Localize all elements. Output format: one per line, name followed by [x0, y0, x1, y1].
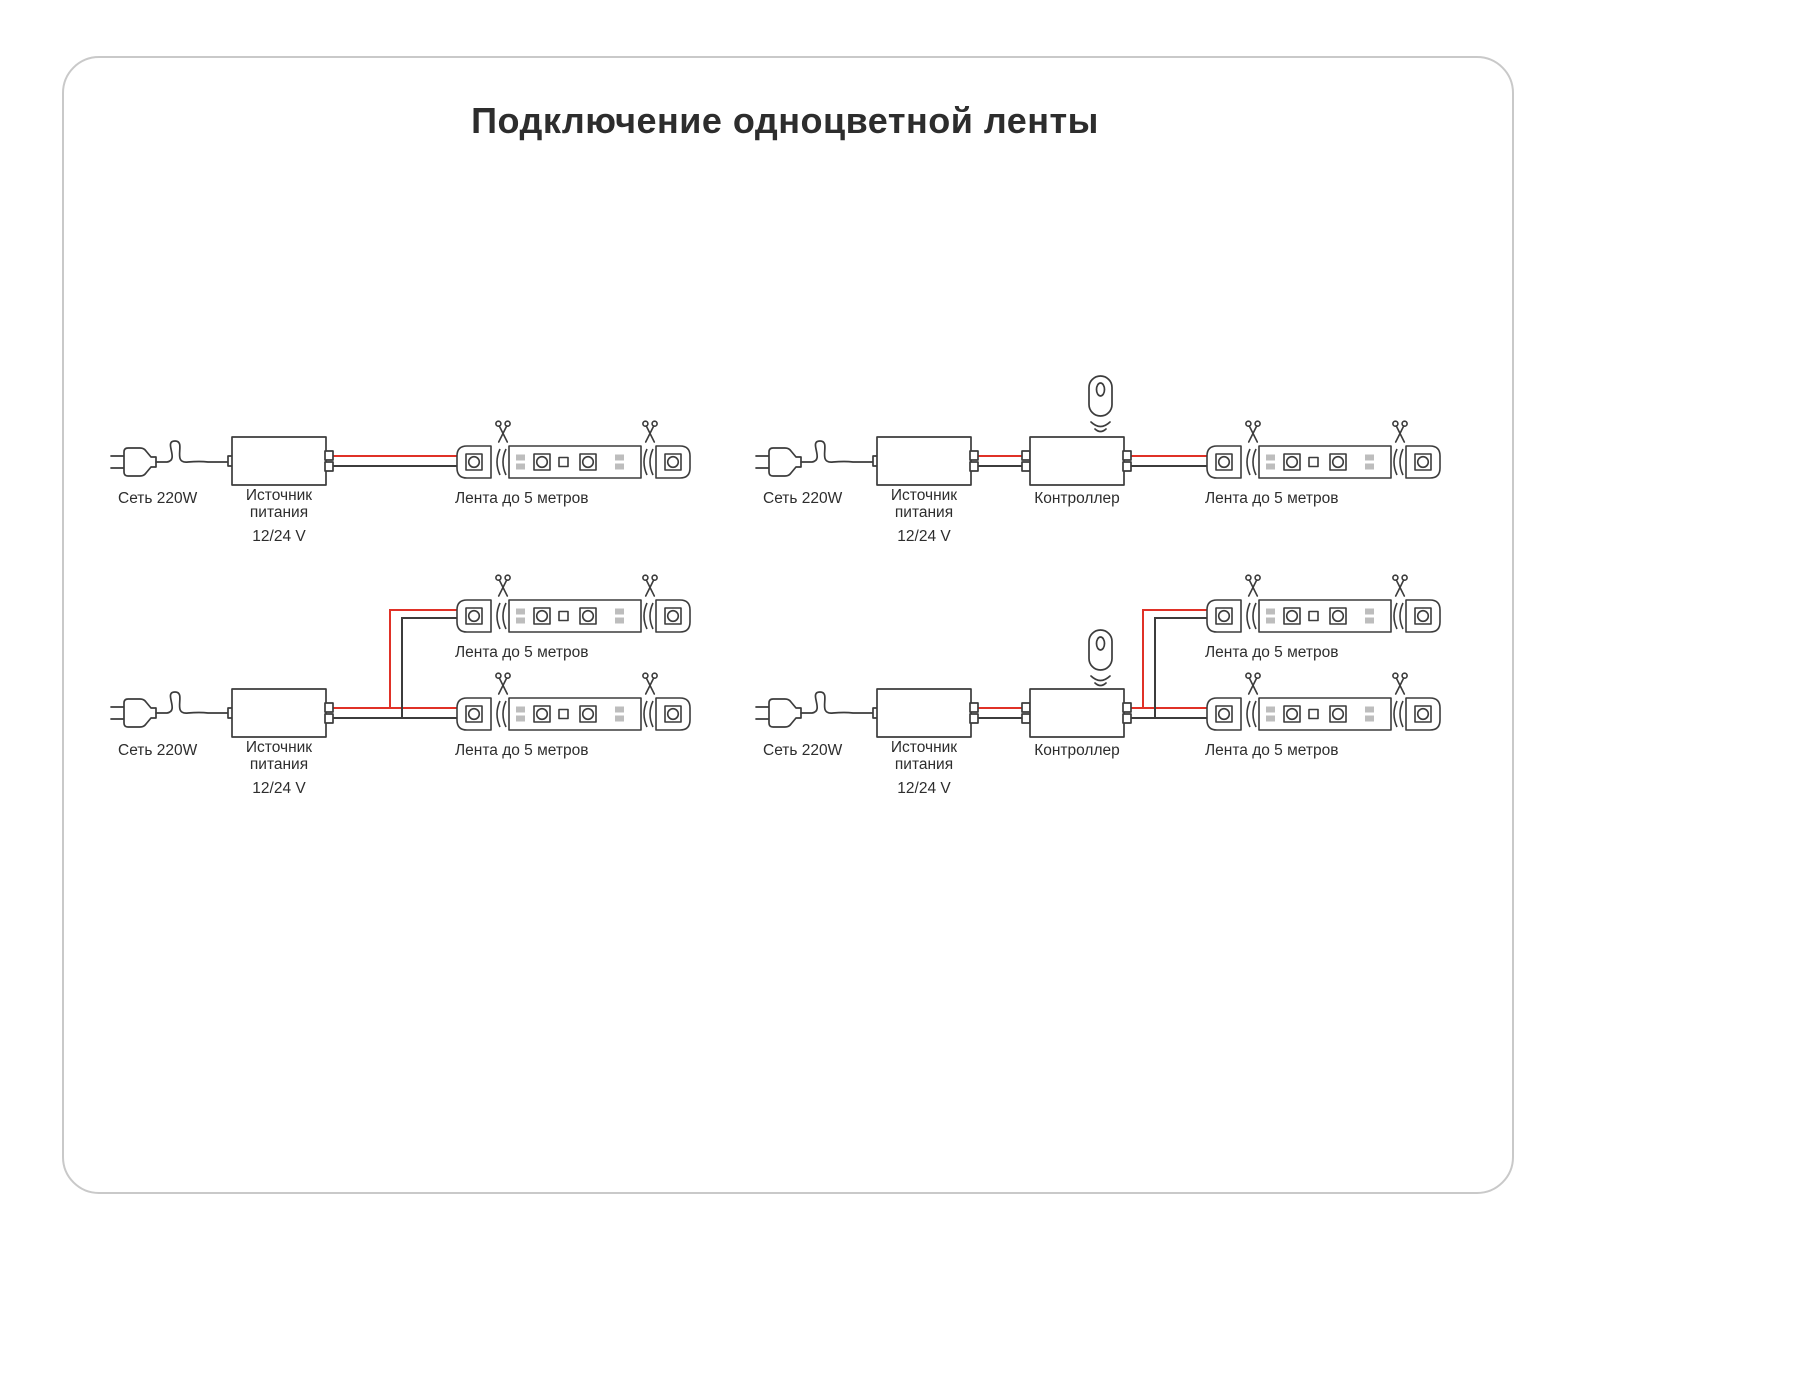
psu-label-line1: Источник — [891, 487, 957, 504]
scissors-icon — [642, 672, 658, 695]
controller-box — [1021, 688, 1132, 738]
psu-voltage-label: 12/24 V — [252, 780, 306, 797]
power-plug-icon — [110, 691, 235, 728]
led-strip — [1206, 697, 1441, 731]
scissors-icon — [495, 672, 511, 695]
scissors-icon — [495, 574, 511, 597]
led-strip — [456, 599, 691, 633]
psu-label-line2: питания — [895, 756, 953, 773]
net-label: Сеть 220W — [763, 490, 843, 507]
power-plug-icon — [755, 440, 880, 477]
strip-label: Лента до 5 метров — [1205, 644, 1338, 661]
psu-label-line2: питания — [250, 504, 308, 521]
scissors-icon — [1245, 574, 1261, 597]
scissors-icon — [642, 420, 658, 443]
page-title: Подключение одноцветной ленты — [471, 100, 1099, 141]
psu-voltage-label: 12/24 V — [897, 528, 951, 545]
scissors-icon — [1392, 420, 1408, 443]
led-strip — [456, 445, 691, 479]
net-label: Сеть 220W — [118, 490, 198, 507]
led-strip — [1206, 445, 1441, 479]
scissors-icon — [1392, 672, 1408, 695]
power-supply-box — [227, 436, 334, 486]
psu-voltage-label: 12/24 V — [897, 780, 951, 797]
controller-label: Контроллер — [1034, 742, 1120, 759]
psu-label-line1: Источник — [246, 487, 312, 504]
led-strip — [1206, 599, 1441, 633]
remote-control-icon — [1088, 629, 1113, 687]
diagram-psu-controller-two-strips: Лента до 5 метров Сеть 220W Источник пит… — [755, 574, 1441, 797]
wire-black-branch — [401, 617, 462, 718]
scissors-icon — [1245, 672, 1261, 695]
wire-red-branch — [389, 609, 462, 708]
power-supply-box — [872, 688, 979, 738]
psu-label-line2: питания — [250, 756, 308, 773]
strip-label: Лента до 5 метров — [455, 742, 588, 759]
psu-voltage-label: 12/24 V — [252, 528, 306, 545]
psu-label-line2: питания — [895, 504, 953, 521]
strip-label: Лента до 5 метров — [1205, 490, 1338, 507]
scissors-icon — [1245, 420, 1261, 443]
power-supply-box — [227, 688, 334, 738]
led-strip — [456, 697, 691, 731]
diagram-psu-two-strips: Лента до 5 метров Сеть 220W Источник пит… — [110, 574, 691, 797]
net-label: Сеть 220W — [763, 742, 843, 759]
strip-label: Лента до 5 метров — [455, 490, 588, 507]
diagram-psu-controller-strip: Сеть 220W Источник питания 12/24 V Контр… — [755, 375, 1441, 545]
diagram-psu-strip: Сеть 220W Источник питания 12/24 V Лента… — [110, 420, 691, 545]
strip-label: Лента до 5 метров — [1205, 742, 1338, 759]
controller-box — [1021, 436, 1132, 486]
scissors-icon — [1392, 574, 1408, 597]
power-plug-icon — [110, 440, 235, 477]
controller-label: Контроллер — [1034, 490, 1120, 507]
scissors-icon — [642, 574, 658, 597]
remote-control-icon — [1088, 375, 1113, 433]
wire-black-branch — [1154, 617, 1212, 718]
scissors-icon — [495, 420, 511, 443]
power-plug-icon — [755, 691, 880, 728]
psu-label-line1: Источник — [246, 739, 312, 756]
net-label: Сеть 220W — [118, 742, 198, 759]
strip-label: Лента до 5 метров — [455, 644, 588, 661]
power-supply-box — [872, 436, 979, 486]
wire-red-branch — [1142, 609, 1212, 708]
frame-border — [62, 56, 1514, 1194]
psu-label-line1: Источник — [891, 739, 957, 756]
